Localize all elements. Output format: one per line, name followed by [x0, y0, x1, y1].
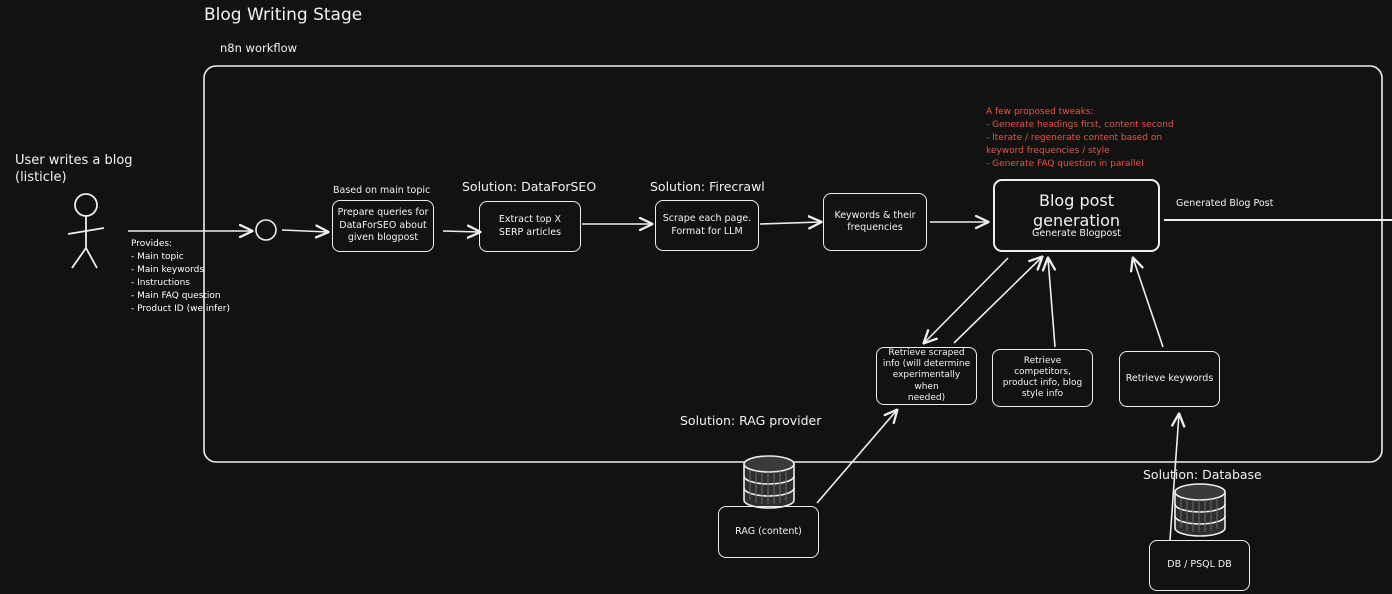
tweak-item: - Generate FAQ question in parallel [986, 159, 1144, 170]
user-label-line2: (listicle) [15, 169, 67, 185]
blog-gen-title: Blog post generation [1032, 190, 1120, 230]
tweak-item: - Generate headings first, content secon… [986, 120, 1174, 131]
node-db-psql[interactable]: DB / PSQL DB [1149, 540, 1250, 591]
arrow-prepare-to-extract [442, 231, 480, 232]
provides-list: Provides: - Main topic - Main keywords -… [131, 238, 230, 316]
provides-item: - Main keywords [131, 265, 205, 276]
node-prepare-queries[interactable]: Prepare queries for DataForSEO about giv… [332, 200, 434, 252]
user-stick-figure-icon [67, 193, 105, 269]
sql-database-icon [1174, 483, 1226, 537]
arrow-db-to-retrieve-keywords [1169, 414, 1179, 541]
node-retrieve-keywords[interactable]: Retrieve keywords [1119, 351, 1220, 407]
annotation-solution-dataforseo: Solution: DataForSEO [462, 179, 597, 194]
provides-item: - Instructions [131, 278, 190, 289]
annotation-based-on-topic: Based on main topic [333, 185, 431, 196]
provides-item: - Main topic [131, 252, 184, 263]
arrow-retrieve-scraped-to-blog [953, 257, 1042, 344]
provides-heading: Provides: [131, 239, 173, 249]
diagram-subtitle: n8n workflow [220, 41, 298, 55]
annotation-solution-rag: Solution: RAG provider [680, 413, 822, 428]
provides-item: - Product ID (we infer) [131, 304, 230, 315]
blog-gen-subtitle: Generate Blogpost [1032, 227, 1121, 239]
annotation-solution-database: Solution: Database [1143, 467, 1262, 482]
user-label: User writes a blog (listicle) [15, 153, 133, 187]
node-scrape-pages[interactable]: Scrape each page. Format for LLM [655, 200, 759, 251]
diagram-title: Blog Writing Stage [204, 5, 363, 25]
node-retrieve-scraped[interactable]: Retrieve scraped info (will determine ex… [876, 347, 977, 405]
annotation-generated-post: Generated Blog Post [1176, 198, 1274, 209]
node-retrieve-competitors[interactable]: Retrieve competitors, product info, blog… [992, 349, 1093, 407]
arrow-scrape-to-keywords [759, 222, 821, 224]
user-label-line1: User writes a blog [15, 153, 133, 168]
node-rag-content[interactable]: RAG (content) [718, 506, 819, 558]
arrow-rag-to-retrieve-scraped [816, 410, 897, 504]
tweak-item: - Iterate / regenerate content based on [986, 133, 1163, 144]
arrow-blog-to-retrieve-scraped [924, 257, 1009, 343]
provides-item: - Main FAQ question [131, 291, 221, 302]
rag-database-icon [743, 455, 795, 509]
node-extract-serp[interactable]: Extract top X SERP articles [479, 201, 581, 252]
annotation-solution-firecrawl: Solution: Firecrawl [650, 179, 765, 194]
tweaks-heading: A few proposed tweaks: [986, 107, 1094, 117]
arrow-start-to-prepare [281, 230, 328, 232]
node-keywords-frequencies[interactable]: Keywords & their frequencies [823, 193, 927, 251]
proposed-tweaks: A few proposed tweaks: - Generate headin… [986, 106, 1174, 171]
arrow-competitors-to-blog [1048, 258, 1055, 348]
start-node-circle [255, 219, 277, 241]
arrow-keywords-retrieve-to-blog [1133, 258, 1164, 348]
node-blog-post-generation[interactable]: Blog post generation Generate Blogpost [993, 179, 1160, 252]
tweak-item: keyword frequencies / style [986, 146, 1110, 157]
